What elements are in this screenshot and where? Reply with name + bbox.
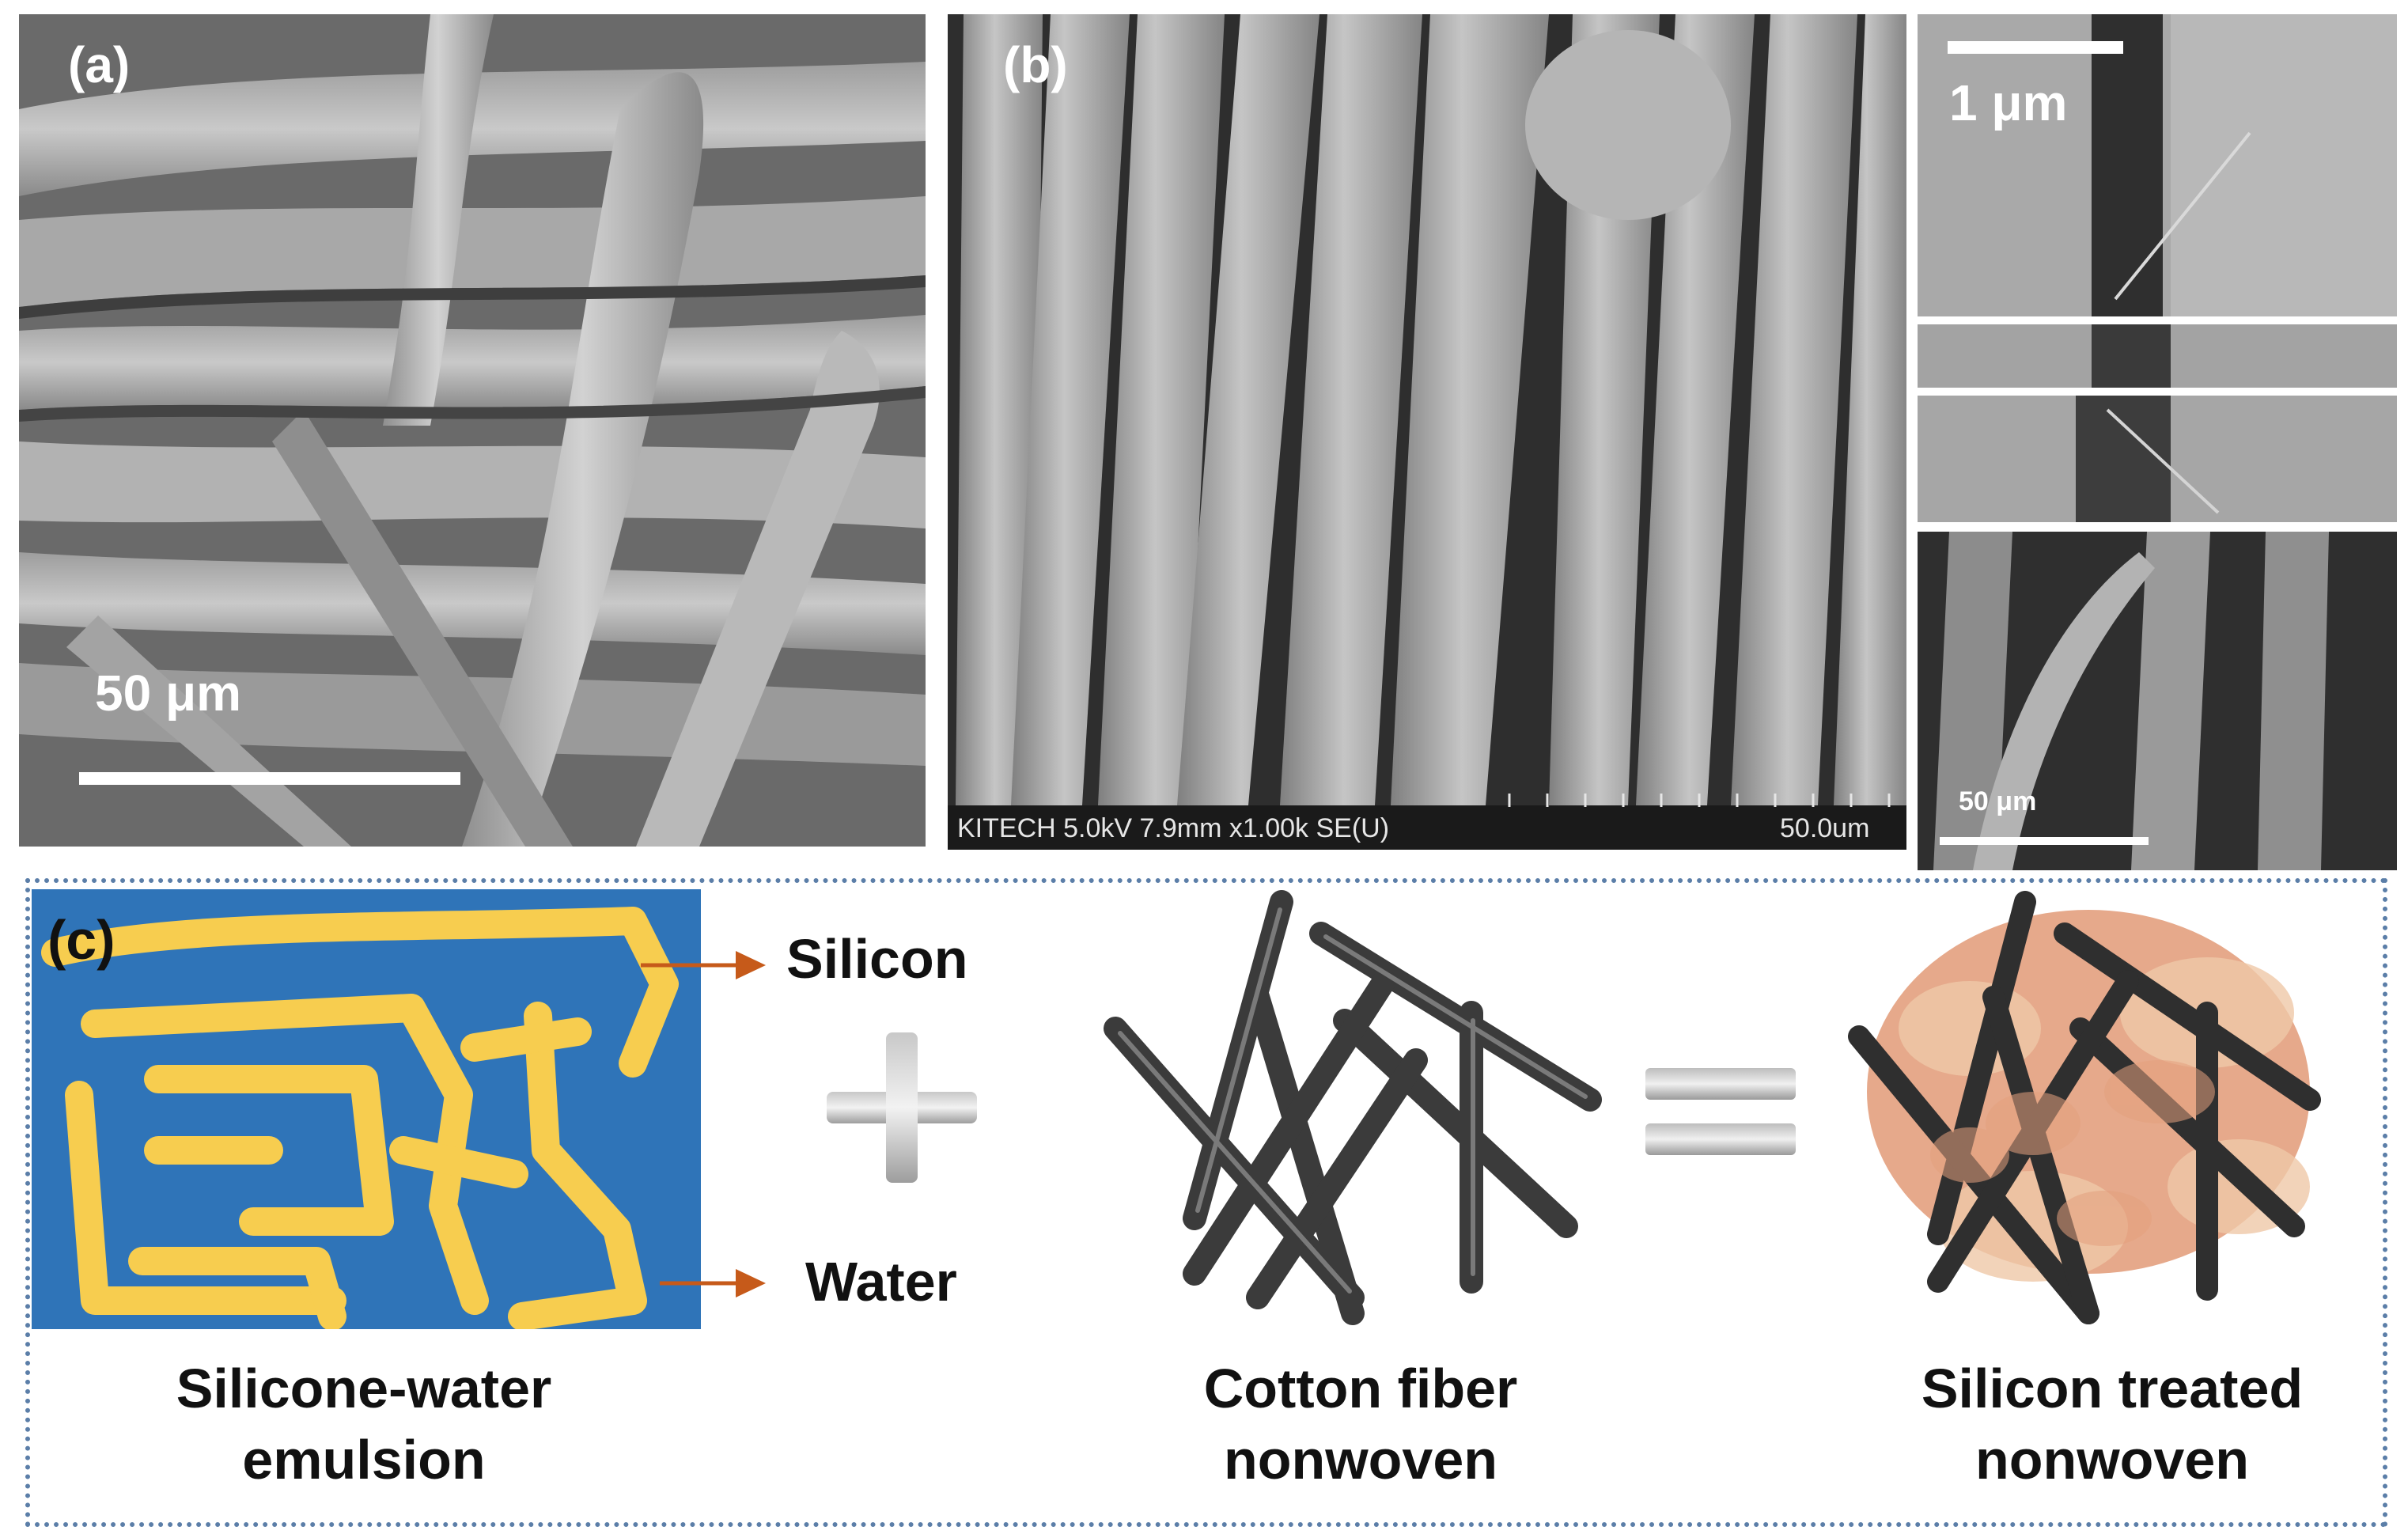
emulsion-caption: Silicone-water emulsion	[111, 1353, 617, 1495]
inset-bottom-scale-label: 50 μm	[1959, 786, 2036, 816]
panel-a-scale-bar	[79, 772, 460, 785]
equals-icon	[1645, 1068, 1796, 1155]
panel-b-label: (b)	[1003, 36, 1068, 93]
cotton-caption-line-2: nonwoven	[1223, 1429, 1498, 1491]
panel-a: (a) 50 μm	[19, 14, 926, 847]
panel-a-sem-image: (a) 50 μm	[19, 14, 926, 847]
cotton-fiber-illustration	[1104, 890, 1602, 1325]
water-label: Water	[805, 1251, 957, 1313]
emulsion-arrows	[641, 951, 766, 1297]
panel-b-insets: 1 μm 50 μm	[1918, 14, 2397, 870]
panel-b-footer-info: KITECH 5.0kV 7.9mm x1.00k SE(U)	[957, 813, 1389, 843]
panel-c-label: (c)	[47, 909, 115, 971]
inset-bottom-scale-bar	[1940, 837, 2149, 845]
panel-a-scale-bar-label: 50 μm	[95, 665, 241, 722]
emulsion-caption-line-1: Silicone-water	[176, 1358, 552, 1419]
emulsion-illustration: (c)	[32, 889, 701, 1329]
panel-c-frame	[25, 878, 2387, 1527]
cotton-caption-line-1: Cotton fiber	[1203, 1358, 1518, 1419]
panel-b-sem-image: KITECH 5.0kV 7.9mm x1.00k SE(U) 50.0um (…	[948, 14, 1906, 850]
inset-top-scale-label: 1 μm	[1949, 74, 2067, 131]
treated-caption-line-2: nonwoven	[1974, 1429, 2250, 1491]
panel-b-inset-images: 1 μm 50 μm	[1918, 14, 2397, 870]
panel-b-footer-scale: 50.0um	[1780, 813, 1869, 843]
treated-caption: Silicon treated nonwoven	[1851, 1353, 2373, 1495]
cotton-caption: Cotton fiber nonwoven	[1107, 1353, 1614, 1495]
panel-b-scale-ticks	[1508, 794, 1891, 807]
panel-a-label: (a)	[68, 36, 130, 93]
silicon-arrow-head	[736, 951, 766, 979]
panel-b: KITECH 5.0kV 7.9mm x1.00k SE(U) 50.0um (…	[948, 14, 1906, 850]
plus-icon	[827, 1032, 977, 1183]
emulsion-picture: (c)	[32, 889, 701, 1329]
water-arrow-head	[736, 1269, 766, 1297]
silicon-treated-illustration	[1848, 891, 2321, 1324]
treated-caption-line-1: Silicon treated	[1921, 1358, 2304, 1419]
inset-top-scale-bar	[1948, 41, 2123, 54]
emulsion-caption-line-2: emulsion	[242, 1429, 486, 1491]
silicon-label: Silicon	[786, 928, 968, 990]
